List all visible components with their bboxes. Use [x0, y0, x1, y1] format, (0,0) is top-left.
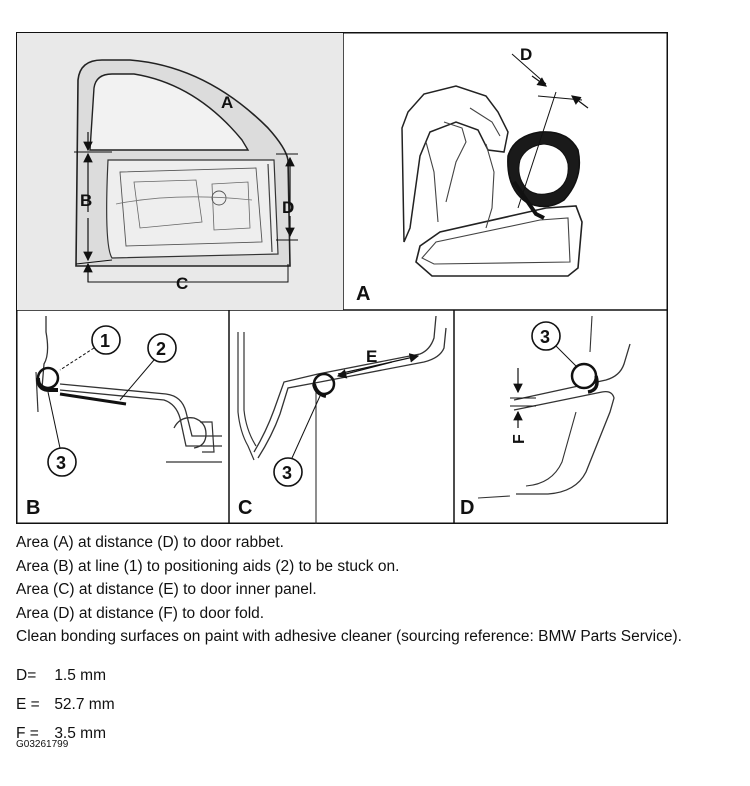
- spec-key: D=: [16, 667, 37, 684]
- door-overview-panel: A B C D: [17, 33, 343, 310]
- area-b-callout-1: 1: [100, 331, 110, 351]
- door-label-b: B: [80, 191, 92, 210]
- area-c-panel-label: C: [238, 497, 252, 519]
- instruction-list: Area (A) at distance (D) to door rabbet.…: [16, 531, 746, 649]
- instruction-line: Area (A) at distance (D) to door rabbet.: [16, 534, 284, 551]
- instruction-line: Area (D) at distance (F) to door fold.: [16, 604, 265, 622]
- spec-row-e: E = 52.7 mm: [16, 690, 115, 719]
- spec-key: F =: [16, 725, 39, 742]
- area-a-panel-label: A: [356, 283, 370, 305]
- door-label-c: C: [176, 274, 188, 293]
- area-d-callout-3: 3: [540, 327, 550, 347]
- area-a-section-panel: D A: [356, 45, 589, 305]
- area-d-dim-label: F: [511, 434, 528, 444]
- spec-list: D= 1.5 mm E = 52.7 mm F = 3.5 mm: [16, 661, 115, 748]
- area-b-panel-label: B: [26, 497, 40, 519]
- illustration-frame: A B C D D: [16, 32, 668, 524]
- instruction-line: Clean bonding surfaces on paint with adh…: [16, 628, 682, 645]
- spec-value: 52.7 mm: [54, 696, 115, 713]
- figure-id: G03261799: [16, 739, 69, 750]
- area-d-section-panel: F 3 D: [460, 315, 631, 519]
- spec-value: 3.5 mm: [54, 725, 106, 742]
- area-b-section-panel: 1 2 3 B: [26, 316, 222, 519]
- area-c-callout-3: 3: [282, 463, 292, 483]
- door-label-a: A: [221, 93, 233, 112]
- area-c-section-panel: E 3 C: [237, 315, 447, 524]
- door-label-d: D: [282, 198, 294, 217]
- instruction-line: Area (C) at distance (E) to door inner p…: [16, 581, 317, 598]
- spec-key: E =: [16, 696, 40, 713]
- area-d-panel-label: D: [460, 497, 474, 519]
- area-c-dim-label: E: [366, 347, 377, 366]
- area-b-callout-2: 2: [156, 339, 166, 359]
- instruction-line: Area (B) at line (1) to positioning aids…: [16, 557, 400, 575]
- area-a-dim-label: D: [520, 45, 532, 64]
- area-b-callout-3: 3: [56, 453, 66, 473]
- spec-row-d: D= 1.5 mm: [16, 661, 115, 690]
- illustration-svg: A B C D D: [16, 32, 668, 524]
- spec-row-f: F = 3.5 mm: [16, 719, 115, 748]
- spec-value: 1.5 mm: [54, 667, 106, 684]
